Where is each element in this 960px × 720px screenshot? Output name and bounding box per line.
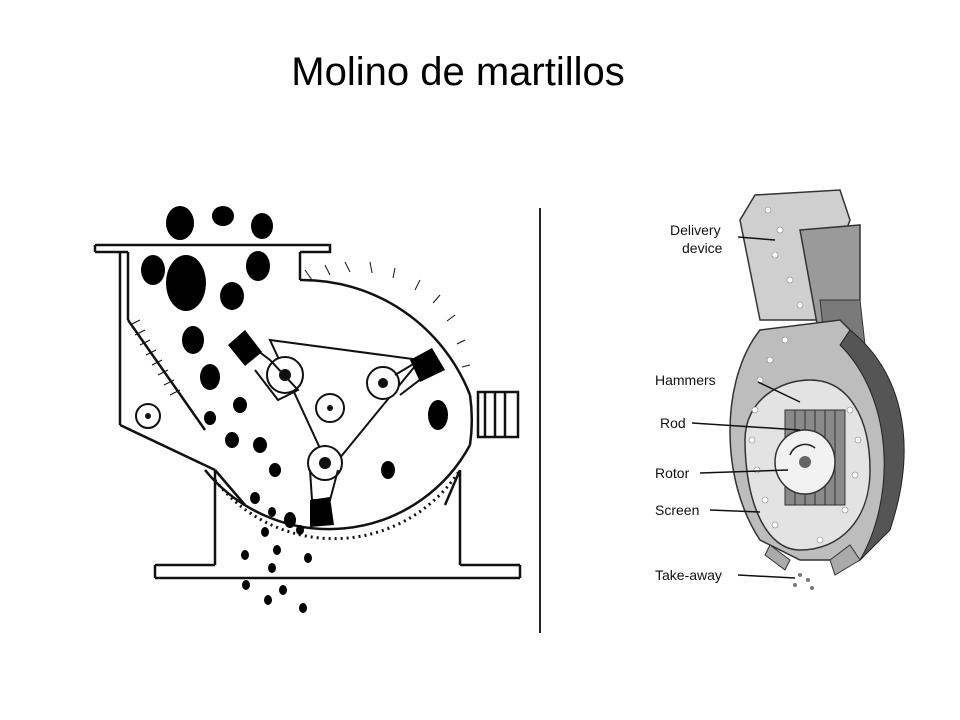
page-title: Molino de martillos (291, 50, 625, 94)
delivery-chute (739, 189, 866, 346)
label-take-away: Take-away (655, 567, 722, 583)
material-particles (141, 206, 448, 613)
hatched-liner (129, 261, 471, 396)
label-rod: Rod (660, 415, 686, 431)
label-delivery-device-line1: Delivery (670, 222, 721, 238)
label-delivery-device-line2: device (682, 240, 723, 256)
hammer-mill-cutaway: Delivery device Hammers Rod Rotor Screen… (655, 189, 905, 590)
rotor-pivots (135, 356, 400, 481)
hammer-heads (228, 330, 445, 527)
take-away-outlet (764, 544, 861, 590)
divider-line (539, 208, 541, 633)
label-screen: Screen (655, 502, 699, 518)
label-arrows (691, 236, 801, 579)
rotor-assembly (774, 409, 846, 506)
rotor-plate (268, 338, 422, 472)
hammer-mill-cross-section (93, 206, 522, 613)
label-rotor: Rotor (655, 465, 690, 481)
hammer-arms (249, 344, 432, 501)
particle-dots (748, 206, 862, 544)
label-hammers: Hammers (655, 372, 716, 388)
mill-housing (93, 243, 522, 580)
